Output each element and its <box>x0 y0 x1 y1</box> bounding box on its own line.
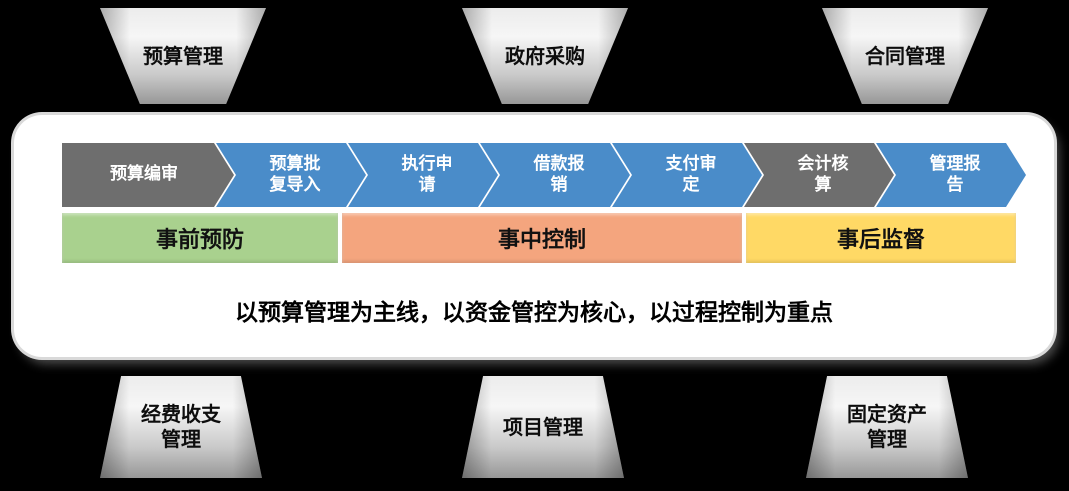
step-loan-reimbursement: 借款报 销 <box>480 143 630 207</box>
step-label: 预算批 复导入 <box>269 153 321 195</box>
step-budget-approval-import: 预算批 复导入 <box>216 143 366 207</box>
step-label: 管理报 告 <box>929 153 981 195</box>
step-label: 会计核 算 <box>797 153 849 195</box>
module-label: 政府采购 <box>505 43 585 68</box>
phase-in-process-control: 事中控制 <box>342 213 742 263</box>
module-contract-management: 合同管理 <box>822 8 988 104</box>
module-label: 经费收支 管理 <box>141 402 221 451</box>
step-label: 预算编审 <box>110 164 178 185</box>
module-label: 项目管理 <box>503 414 583 439</box>
step-management-report: 管理报 告 <box>876 143 1026 207</box>
phase-prevention-beforehand: 事前预防 <box>62 213 338 263</box>
process-step-row: 预算编审 预算批 复导入 执行申 请 借款报 销 支付审 定 会计核 算 管理报… <box>62 143 1026 207</box>
module-label: 合同管理 <box>865 43 945 68</box>
module-fixed-assets-management: 固定资产 管理 <box>806 376 968 478</box>
step-payment-approval: 支付审 定 <box>612 143 762 207</box>
step-execution-application: 执行申 请 <box>348 143 498 207</box>
panel-caption: 以预算管理为主线，以资金管控为核心，以过程控制为重点 <box>235 300 833 326</box>
step-budget-compilation-review: 预算编审 <box>62 143 234 207</box>
module-project-management: 项目管理 <box>462 376 624 478</box>
module-funds-income-expense-management: 经费收支 管理 <box>100 376 262 478</box>
module-budget-management: 预算管理 <box>100 8 266 104</box>
step-label: 执行申 请 <box>401 153 453 195</box>
module-label: 预算管理 <box>143 43 223 68</box>
module-government-procurement: 政府采购 <box>462 8 628 104</box>
phase-label: 事后监督 <box>836 228 925 253</box>
phase-after-supervision: 事后监督 <box>746 213 1016 263</box>
phase-label: 事中控制 <box>497 228 586 253</box>
phase-band-row: 事前预防 事中控制 事后监督 <box>62 213 1016 263</box>
module-label: 固定资产 管理 <box>847 402 927 451</box>
phase-label: 事前预防 <box>155 228 244 253</box>
process-panel: 预算编审 预算批 复导入 执行申 请 借款报 销 支付审 定 会计核 算 管理报… <box>14 115 1054 357</box>
step-label: 支付审 定 <box>665 153 717 195</box>
step-accounting: 会计核 算 <box>744 143 894 207</box>
step-label: 借款报 销 <box>533 153 585 195</box>
